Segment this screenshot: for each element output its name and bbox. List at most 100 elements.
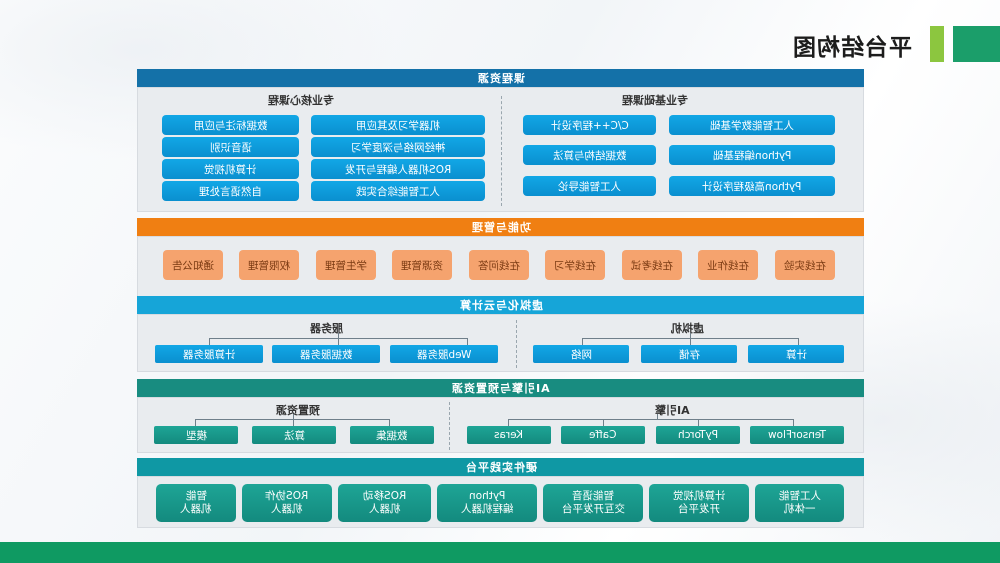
function-button[interactable]: 在线考试 [622,250,682,280]
ai-engine-label: Caffe [589,429,617,441]
ai-engine-label: Keras [494,429,524,441]
function-button[interactable]: 在线实验 [775,250,835,280]
hardware-label: 一体机 [783,503,816,515]
ai-engine-button[interactable]: Keras [467,426,551,444]
section-bar-label: 课程资源 [476,72,525,85]
course-button[interactable]: 数据结构与算法 [523,145,656,165]
hardware-button[interactable]: ROS协作机器人 [242,484,332,522]
tree-line [195,419,196,426]
group-title: AI引擎 [655,402,690,418]
group-title: 专业基础课程 [622,92,688,108]
server-label: 计算服务器 [182,348,236,361]
course-button[interactable]: 人工智能导论 [523,176,656,196]
course-label: 自然语言处理 [199,185,262,198]
section-course-resources: 课程资源 专业核心课程 专业基础课程 数据标注与应用 机器学习及其应用 语音识别… [137,69,864,212]
function-button[interactable]: 在线问答 [469,250,529,280]
hardware-button[interactable]: 人工智能一体机 [755,484,844,522]
resource-button[interactable]: 数据集 [350,426,434,444]
hardware-label: 机器人 [368,503,401,515]
tree-line [698,419,699,426]
page-title: 平台结构图 [792,28,912,62]
course-button[interactable]: ROS机器人编程与开发 [311,159,485,179]
tree-line [508,419,509,426]
server-button[interactable]: 计算服务器 [155,345,263,363]
section-functions: 功能与管理 通知公告 权限管理 学生管理 资源管理 在线问答 在线学习 在线考试… [137,218,864,306]
course-button[interactable]: 计算机视觉 [162,159,299,179]
hardware-button[interactable]: 智能语音交互开发平台 [543,484,643,522]
function-button[interactable]: 在线作业 [698,250,758,280]
vm-button[interactable]: 计算 [748,345,844,363]
vm-label: 计算 [785,348,807,361]
hardware-label: 计算机视觉 [672,490,726,502]
function-button[interactable]: 学生管理 [316,250,376,280]
function-button[interactable]: 在线学习 [545,250,605,280]
ai-engine-label: PyTorch [677,429,719,441]
function-button[interactable]: 资源管理 [392,250,452,280]
hardware-button[interactable]: 智能机器人 [156,484,236,522]
resource-label: 算法 [283,429,305,442]
section-panel: 预置资源 AI引擎 模型 算法 数据集 Keras Caffe PyTorch … [137,397,864,453]
server-button[interactable]: Web服务器 [390,345,498,363]
function-button[interactable]: 权限管理 [239,250,299,280]
function-label: 在线作业 [707,259,749,272]
hardware-button[interactable]: 计算机视觉开发平台 [649,484,749,522]
tree-line [293,414,294,426]
tree-line [582,338,583,345]
hardware-label: ROS移动 [362,490,407,502]
ai-engine-button[interactable]: Caffe [561,426,645,444]
section-bar: 课程资源 [137,69,864,87]
resource-button[interactable]: 算法 [252,426,336,444]
section-bar: 功能与管理 [137,218,864,236]
tree-line [657,414,658,419]
course-button[interactable]: Python编程基础 [669,145,835,165]
section-bar-label: AI引擎与预置资源 [451,382,550,395]
vm-label: 存储 [678,348,700,361]
server-button[interactable]: 数据服务器 [272,345,380,363]
hardware-button[interactable]: ROS移动机器人 [338,484,431,522]
title-accent-light [930,26,944,62]
course-button[interactable]: Python高级程序设计 [669,176,835,196]
function-label: 学生管理 [325,259,367,272]
course-button[interactable]: 数据标注与应用 [162,115,299,135]
course-label: Python编程基础 [712,149,792,162]
tree-line [209,338,210,345]
tree-line [389,419,390,426]
vm-button[interactable]: 存储 [641,345,737,363]
hardware-label: ROS协作 [265,490,309,502]
course-button[interactable]: 自然语言处理 [162,181,299,201]
divider [449,402,450,450]
group-title-text: 虚拟机 [671,322,704,335]
tree-line [467,338,468,345]
course-button[interactable]: C/C++程序设计 [523,115,656,135]
tree-line [508,419,793,420]
course-button[interactable]: 人工智能综合实践 [311,181,485,201]
divider [501,96,502,206]
group-title-text: 预置资源 [276,404,320,417]
function-label: 在线考试 [631,259,673,272]
tree-line [195,419,389,420]
hardware-label: 智能语音 [572,490,614,502]
hardware-label: 交互开发平台 [561,503,625,515]
course-button[interactable]: 语音识别 [162,137,299,157]
ai-engine-button[interactable]: PyTorch [656,426,740,444]
vm-button[interactable]: 网络 [533,345,629,363]
function-button[interactable]: 通知公告 [163,250,223,280]
group-title-text: 专业基础课程 [622,94,688,107]
course-label: Python高级程序设计 [702,180,802,193]
function-label: 在线学习 [554,259,596,272]
course-button[interactable]: 人工智能数学基础 [669,115,835,135]
server-label: 数据服务器 [299,348,353,361]
tree-line [338,333,339,345]
group-title-text: 专业核心课程 [268,94,334,107]
course-button[interactable]: 神经网络与深度学习 [311,137,485,157]
course-button[interactable]: 机器学习及其应用 [311,115,485,135]
ai-engine-button[interactable]: TensorFlow [750,426,844,444]
section-ai-engine: AI引擎与预置资源 预置资源 AI引擎 模型 算法 数据集 Keras Caff… [137,379,864,453]
course-label: 计算机视觉 [204,163,257,176]
group-title: 虚拟机 [671,320,704,336]
resource-button[interactable]: 模型 [154,426,238,444]
